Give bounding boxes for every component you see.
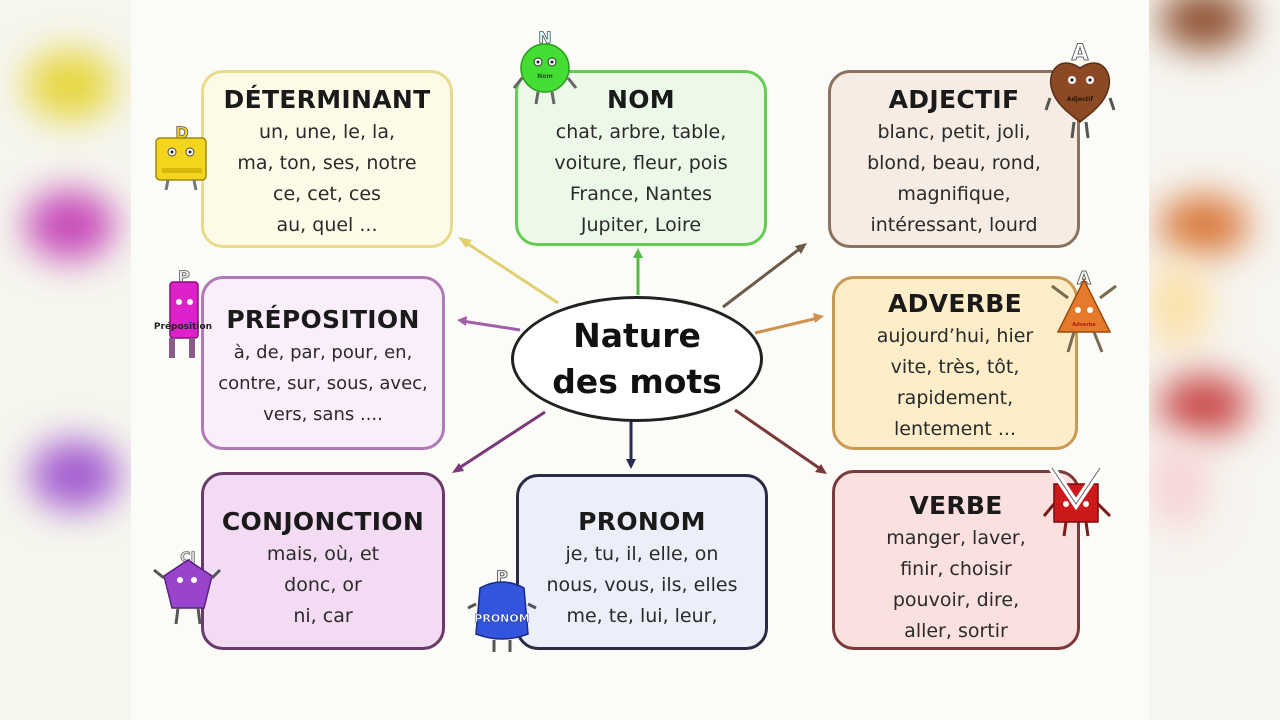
card-line: à, de, par, pour, en, <box>233 342 413 363</box>
card-title: CONJONCTION <box>221 507 425 536</box>
card-determinant: DÉTERMINANT un, une, le, la, ma, ton, se… <box>201 70 453 248</box>
card-title: ADVERBE <box>887 289 1022 318</box>
preposition-mascot-icon: P Préposition <box>154 268 212 358</box>
card-line: un, une, le, la, <box>258 121 396 143</box>
card-line: magnifique, <box>897 183 1011 205</box>
svg-text:PRONOM: PRONOM <box>474 612 529 625</box>
conjonction-mascot-icon: CJ <box>153 550 222 625</box>
blur-blob-cream <box>1149 260 1209 350</box>
card-line: manger, laver, <box>886 527 1026 549</box>
card-line: blanc, petit, joli, <box>877 121 1031 143</box>
card-line: vite, très, tôt, <box>890 356 1020 378</box>
card-line: ce, cet, ces <box>273 183 381 205</box>
card-line: ni, car <box>293 605 353 627</box>
card-nom: NOM chat, arbre, table, voiture, fleur, … <box>515 70 767 246</box>
card-title: VERBE <box>909 491 1003 520</box>
card-line: aujourd’hui, hier <box>876 325 1034 347</box>
svg-text:Nom: Nom <box>537 73 552 80</box>
card-line: mais, où, et <box>266 543 380 565</box>
left-blur-panel <box>0 0 131 720</box>
card-line: me, te, lui, leur, <box>566 605 718 627</box>
blur-blob-pink <box>1149 440 1209 530</box>
nom-mascot-icon: N Nom <box>512 28 578 105</box>
card-line: Jupiter, Loire <box>580 214 702 236</box>
card-line: donc, or <box>284 574 362 596</box>
card-line: ma, ton, ses, notre <box>237 152 417 174</box>
card-pronom: PRONOM je, tu, il, elle, on nous, vous, … <box>516 474 768 650</box>
svg-text:Préposition: Préposition <box>154 321 212 332</box>
svg-text:Adjectif: Adjectif <box>1067 96 1094 103</box>
card-line: je, tu, il, elle, on <box>565 543 719 565</box>
svg-text:A: A <box>1071 41 1088 66</box>
card-line: intéressant, lourd <box>870 214 1038 236</box>
blur-blob-orange <box>1159 195 1249 255</box>
blur-blob-purple <box>30 440 120 510</box>
blur-blob-brown <box>1159 0 1249 50</box>
card-line: chat, arbre, table, <box>555 121 727 143</box>
card-line: voiture, fleur, pois <box>554 152 728 174</box>
card-line: nous, vous, ils, elles <box>546 574 738 596</box>
card-line: vers, sans .... <box>263 404 383 425</box>
card-line: finir, choisir <box>900 558 1012 580</box>
card-line: lentement ... <box>894 418 1016 440</box>
card-title: PRONOM <box>578 507 706 536</box>
svg-text:Adverbe: Adverbe <box>1072 322 1096 328</box>
card-title: PRÉPOSITION <box>226 305 420 334</box>
card-title: ADJECTIF <box>888 85 1020 114</box>
blur-blob-magenta <box>25 190 115 260</box>
adjectif-mascot-icon: A Adjectif <box>1044 41 1116 139</box>
card-line: au, quel ... <box>276 214 378 236</box>
card-line: pouvoir, dire, <box>892 589 1020 611</box>
card-verbe: VERBE manger, laver, finir, choisir pouv… <box>832 470 1080 650</box>
blur-blob-yellow <box>25 50 115 120</box>
card-line: rapidement, <box>896 387 1014 409</box>
card-preposition: PRÉPOSITION à, de, par, pour, en, contre… <box>201 276 445 450</box>
card-line: blond, beau, rond, <box>867 152 1041 174</box>
determinant-mascot-icon: D <box>155 123 207 191</box>
card-title: NOM <box>607 85 675 114</box>
card-line: contre, sur, sous, avec, <box>218 373 428 394</box>
card-title: DÉTERMINANT <box>223 85 431 114</box>
blur-blob-red <box>1159 375 1249 435</box>
card-adverbe: ADVERBE aujourd’hui, hier vite, très, tô… <box>832 276 1078 450</box>
card-line: aller, sortir <box>904 620 1008 642</box>
svg-text:N: N <box>538 28 551 47</box>
right-blur-panel <box>1149 0 1280 720</box>
card-adjectif: ADJECTIF blanc, petit, joli, blond, beau… <box>828 70 1080 248</box>
pronom-mascot-icon: P PRONOM <box>467 567 537 652</box>
center-title-line1: Nature <box>573 316 701 355</box>
card-conjonction: CONJONCTION mais, où, et donc, or ni, ca… <box>201 472 445 650</box>
adverbe-mascot-icon: A Adverbe <box>1051 268 1117 353</box>
verbe-mascot-icon <box>1042 466 1112 537</box>
center-topic-ellipse: Nature des mots <box>511 296 763 422</box>
center-title-line2: des mots <box>552 362 722 401</box>
card-line: France, Nantes <box>569 183 713 205</box>
